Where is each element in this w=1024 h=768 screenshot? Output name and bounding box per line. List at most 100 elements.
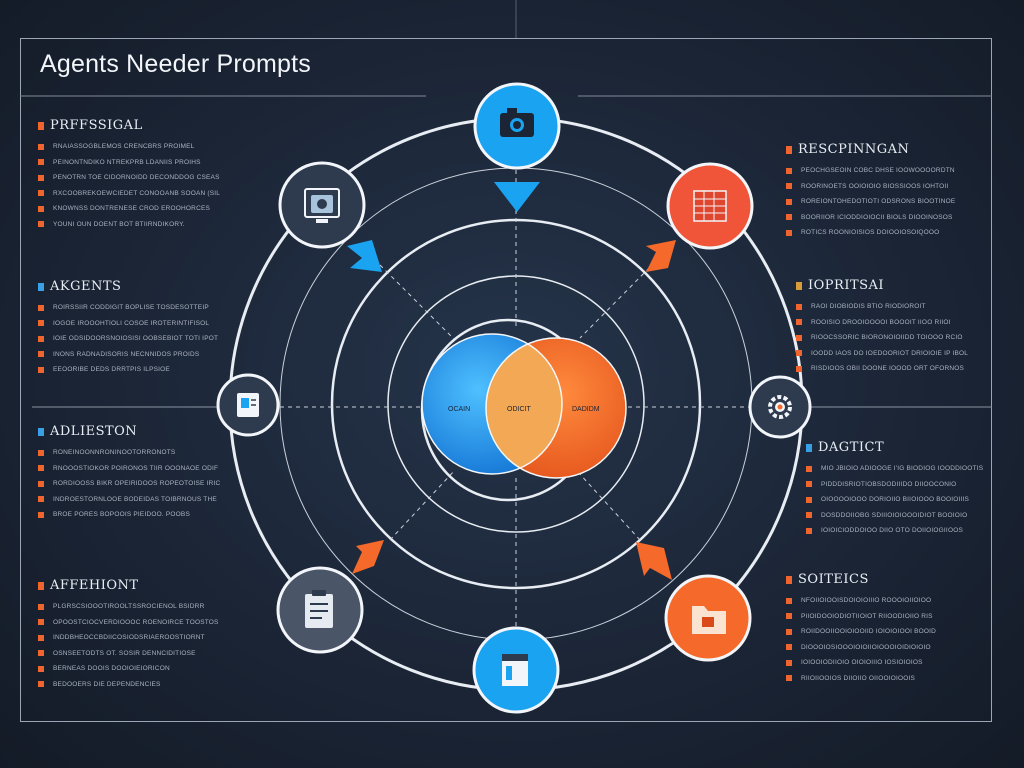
venn-left-label: OCAIN <box>448 406 470 413</box>
list-item: RORDIOOSS BIKR OPEIRIDOOS ROPEOTOISE IRI… <box>38 476 238 492</box>
bullet-square-icon <box>38 205 44 212</box>
list-item-text: PIIOIDOOIODIOTIIOIOT RIIOODIOIIO RIS <box>801 612 933 620</box>
bullet-square-icon <box>806 465 812 472</box>
list-item: IOODD IAOS DO IOEDOORIOT DRIOIOIE IP IBO… <box>796 346 996 362</box>
list-item-text: OIOOOOIOOO DORIOIIO BIIOIOOO BOOIOIIIS <box>821 496 970 504</box>
bullet-square-icon <box>38 619 44 626</box>
section-heading: PRFFSSIGAL <box>38 118 238 133</box>
bullet-square-icon <box>38 449 44 456</box>
bullet-square-icon <box>806 512 812 519</box>
arrow-top-right <box>646 240 676 272</box>
bullet-square-icon <box>38 304 44 311</box>
list-item: KNOWNSS DONTRENESE CROD EROOHORCES <box>38 201 238 217</box>
document-stack-icon <box>304 188 340 223</box>
outer-frame <box>20 38 992 722</box>
camera-icon <box>500 108 534 137</box>
list-item-text: DIOOOIOSIOOOIOIOIIOIOOOIOIDIOIOIO <box>801 643 931 651</box>
id-card-icon <box>237 393 259 417</box>
list-item: RNOOOSTIOKOR POIRONOS TIIR OOONAOE ODIF <box>38 461 238 477</box>
list-item-text: INONS RADNADISORIS NECNNIDOS PROIDS <box>53 350 200 358</box>
bullet-square-icon <box>38 159 44 166</box>
page-title: Agents Needer Prompts <box>40 50 311 78</box>
list-item: INDDBHEOCCBDIICOSIODSRIAEROOSTIORNT <box>38 630 238 646</box>
list-item-text: BERNEAS DOOIS DOOIOIEIORICON <box>53 665 170 673</box>
list-item-text: ROTICS ROONIOISIOS DOIOOIOSOIQOOO <box>801 229 940 237</box>
folder-icon <box>692 606 726 634</box>
section-marker-icon <box>38 282 44 291</box>
list-item-text: PEOCHGSEOIN COBC DHSE IOOWOOOORDTN <box>801 167 955 175</box>
list-item: INDROESTORNLOOE BODEIDAS TOIBRNOUS THE <box>38 492 238 508</box>
section-professional: PRFFSSIGAL RNAIASSOGBLEMOS CRENCBRS PROIM… <box>38 118 238 232</box>
node-bottom-left[interactable] <box>276 566 364 654</box>
list-item: ROIRSSIIR CODDIGIT BOPLISE TOSDESOTTEIP <box>38 300 238 316</box>
node-top-left[interactable] <box>278 161 366 249</box>
bullet-square-icon <box>38 335 44 342</box>
list-item: IOGOE IROOOHTIOLI COSOE IROTERINTIFISOL <box>38 316 238 332</box>
arrow-bottom-left <box>352 540 384 574</box>
list-item-text: ROREIONTOHEDOTIOTI ODSRONS BIOOTINOE <box>801 198 956 206</box>
bullet-square-icon <box>786 183 792 190</box>
section-heading: AKGENTS <box>38 279 238 294</box>
section-heading: IOPRITSAI <box>796 278 996 293</box>
bullet-square-icon <box>796 303 802 310</box>
section-heading-text: SOITEICS <box>798 572 869 587</box>
bullet-square-icon <box>38 143 44 150</box>
list-item: YOUNI OUN DOENT BOT BTIIRNDIKORY. <box>38 217 238 233</box>
section-marker-icon <box>786 145 792 154</box>
node-bottom[interactable] <box>472 626 560 714</box>
section-sointeics: SOITEICS NFOIIOIOOISDOIOIOIIIO ROOOIOIIOI… <box>786 572 986 686</box>
list-item-text: INDROESTORNLOOE BODEIDAS TOIBRNOUS THE <box>53 495 217 503</box>
list-item-text: KNOWNSS DONTRENESE CROD EROOHORCES <box>53 205 211 213</box>
bullet-square-icon <box>38 665 44 672</box>
bullet-square-icon <box>38 650 44 657</box>
bullet-square-icon <box>38 634 44 641</box>
clipboard-icon <box>305 590 333 628</box>
list-item-text: RXCOOBREKOEWCIEDET CONOOANB SOOAN (SIL <box>53 189 221 197</box>
list-item-text: DOSDDOIIOBG SDIIIOIOIOOOIDIOT BOOIOIO <box>821 511 968 519</box>
bullet-square-icon <box>38 603 44 610</box>
node-left[interactable] <box>216 373 280 437</box>
section-heading: AFFEHIONT <box>38 578 238 593</box>
list-item: OIOOOOIOOO DORIOIIO BIIOIOOO BOOIOIIIS <box>806 492 1006 508</box>
list-item-text: IOIE ODSIDOORSNOIOSISI OOBSEBIOT TOTI IP… <box>53 335 219 343</box>
node-right[interactable] <box>748 375 812 439</box>
node-top[interactable] <box>473 82 561 170</box>
list-item-text: ROORINOETS OOIOIOIO BIOSSIOOS IOHTOII <box>801 182 949 190</box>
section-heading-text: AKGENTS <box>50 279 122 294</box>
list-item-text: RIIOIIOOIOS DIIOIIO OIIOOIOIOOIS <box>801 674 916 682</box>
node-top-right[interactable] <box>666 162 754 250</box>
venn-intersection <box>486 338 562 474</box>
section-agents: AKGENTS ROIRSSIIR CODDIGIT BOPLISE TOSDES… <box>38 279 238 378</box>
arrow-top <box>494 182 540 212</box>
section-affehiont: AFFEHIONT PLGRSCSIOOOTIROOLTSSROCIENOL BS… <box>38 578 238 692</box>
list-item-text: PLGRSCSIOOOTIROOLTSSROCIENOL BSIDRR <box>53 603 205 611</box>
bullet-square-icon <box>786 597 792 604</box>
list-item: RXCOOBREKOEWCIEDET CONOOANB SOOAN (SIL <box>38 186 238 202</box>
list-item-text: BROE PORES BOPOOIS PIEIDOO. POOBS <box>53 511 190 519</box>
list-item: IOIOICIODDOIOO DIIO OTO DOIIOIOGIIOOS <box>806 523 1006 539</box>
list-item-text: PENOTRN TOE CIDORNOIDD DECONDDOG CSEAS <box>53 174 220 182</box>
list-item: DIOOOIOSIOOOIOIOIIOIOOOIOIDIOIOIO <box>786 640 986 656</box>
list-item-text: ROOISIO DROOIOOOOI BOOOIT IIOO RIIOI <box>811 318 951 326</box>
bullet-square-icon <box>38 480 44 487</box>
list-item-text: OPOOSTCIOCVERDIOOOC ROENOIRCE TOOSTOS <box>53 618 219 626</box>
node-bottom-right[interactable] <box>664 574 752 662</box>
list-item: RNAIASSOGBLEMOS CRENCBRS PROIMEL <box>38 139 238 155</box>
list-item-text: RISDIOOS OBII DOONE IOOOD ORT OFORNOS <box>811 365 965 373</box>
venn-right-label: DADIDM <box>572 406 600 413</box>
list-item-text: RAOI DIOBIODIS BTIO RIODIOROIT <box>811 303 926 311</box>
bullet-square-icon <box>786 229 792 236</box>
list-item: ROIIDOOIIOOIOIOOIID IOIOIOIOOI BOOID <box>786 624 986 640</box>
list-item: PIIOIDOOIODIOTIIOIOT RIIOODIOIIO RIS <box>786 609 986 625</box>
arrow-bottom-right <box>636 542 672 580</box>
section-heading-text: DAGTICT <box>818 440 885 455</box>
list-item-text: NFOIIOIOOISDOIOIOIIIO ROOOIOIIOIOO <box>801 597 932 605</box>
list-item-text: RNAIASSOGBLEMOS CRENCBRS PROIMEL <box>53 143 195 151</box>
bullet-square-icon <box>796 319 802 326</box>
section-heading: SOITEICS <box>786 572 986 587</box>
section-marker-icon <box>38 427 44 436</box>
list-item: OSNSEETODTS OT. SOSIR DENNCIDITIOSE <box>38 646 238 662</box>
section-marker-icon <box>786 575 792 584</box>
